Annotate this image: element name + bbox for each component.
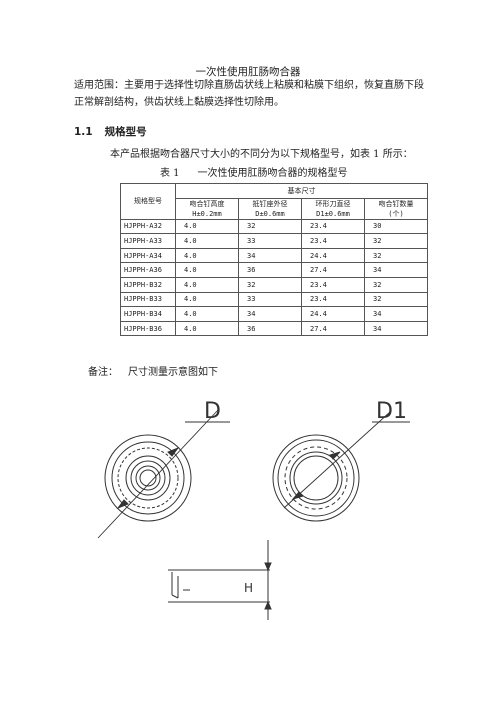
cell-knife: 27.4 [301,262,365,278]
cell-height: 4.0 [175,247,239,264]
note-line: 备注： 尺寸测量示意图如下 [88,363,228,378]
cell-knife: 23.4 [301,233,365,249]
cell-model: HJPPH-A32 [120,218,176,235]
header-knife-diameter-label: 环形刀直径 [315,199,351,208]
staple-height-view [168,540,272,620]
cell-knife: 27.4 [301,320,365,337]
cell-knife: 23.4 [301,276,365,293]
note-label: 备注： [88,367,118,378]
table-number: 表 1 [160,168,180,179]
knife-ring-view [272,411,410,522]
cell-anvil: 32 [238,218,302,235]
label-h: H [244,581,253,595]
cell-count: 34 [364,262,428,278]
cell-anvil: 33 [238,233,302,249]
cell-model: HJPPH-A34 [120,247,176,264]
cell-knife: 24.4 [301,306,365,322]
cell-height: 4.0 [175,320,239,337]
header-knife-diameter-unit: D1±0.6mm [316,209,350,218]
cell-anvil: 33 [238,291,302,308]
header-staple-count-label: 吻合钉数量 [378,199,414,208]
note-text: 尺寸测量示意图如下 [128,367,218,378]
cell-model: HJPPH-B36 [120,320,176,337]
header-staple-count-unit: (个) [388,209,404,218]
cell-model: HJPPH-A33 [120,233,176,249]
cell-count: 34 [364,306,428,322]
cell-model: HJPPH-B34 [120,306,176,322]
cell-model: HJPPH-A36 [120,262,176,278]
cell-height: 4.0 [175,306,239,322]
header-anvil-diameter-unit: D±0.6mm [255,209,285,218]
cell-height: 4.0 [175,233,239,249]
cell-count: 30 [364,218,428,235]
cell-count: 34 [364,320,428,337]
cell-model: HJPPH-B33 [120,291,176,308]
header-staple-height-unit: H±0.2mm [192,209,222,218]
label-d: D [204,399,221,424]
cell-height: 4.0 [175,218,239,235]
scope-line-1: 适用范围：主要用于选择性切除直肠齿状线上粘膜和粘膜下组织，恢复直肠下段 [74,80,424,91]
intro-text: 本产品根据吻合器尺寸大小的不同分为以下规格型号，如表 1 所示： [110,149,413,160]
cell-anvil: 34 [238,247,302,264]
cell-knife: 23.4 [301,291,365,308]
cell-anvil: 32 [238,276,302,293]
header-anvil-diameter-label: 抵钉座外径 [252,199,288,208]
cell-count: 32 [364,276,428,293]
label-d1: D1 [376,399,407,424]
table-caption: 表 1 一次性使用肛肠吻合器的规格型号 [160,164,366,179]
measurement-diagram: D D1 H [97,399,410,620]
document-title: 一次性使用肛肠吻合器 [195,66,301,78]
header-staple-count: 吻合钉数量(个) [364,197,428,220]
cell-anvil: 36 [238,262,302,278]
cell-count: 32 [364,247,428,264]
cell-anvil: 36 [238,320,302,337]
cell-knife: 23.4 [301,218,365,235]
cell-model: HJPPH-B32 [120,276,176,293]
cell-knife: 24.4 [301,247,365,264]
anvil-outer-view [97,409,230,539]
cell-height: 4.0 [175,262,239,278]
section-title: 规格型号 [104,126,147,138]
cell-height: 4.0 [175,276,239,293]
header-model: 规格型号 [120,183,176,220]
table-caption-text: 一次性使用肛肠吻合器的规格型号 [197,168,348,179]
cell-count: 32 [364,233,428,249]
cell-anvil: 34 [238,306,302,322]
cell-height: 4.0 [175,291,239,308]
table-header-row: 规格型号 基本尺寸 [120,183,428,220]
header-group: 基本尺寸 [175,183,428,199]
scope-line-2: 正常解剖结构，供齿状线上黏膜选择性切除用。 [74,97,284,108]
header-staple-height-label: 吻合钉高度 [189,199,225,208]
section-heading: 1.1 规格型号 [74,124,159,139]
cell-count: 32 [364,291,428,308]
section-number: 1.1 [74,126,93,138]
